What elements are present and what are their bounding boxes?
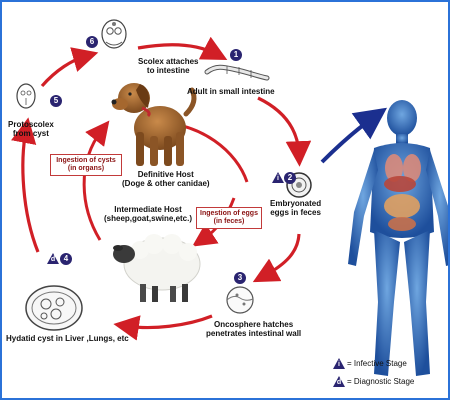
dog-illustration [111, 83, 197, 166]
arrow-to-human [320, 107, 388, 164]
arrow-sheep-to-dog [82, 120, 110, 241]
oncosphere-illustration [226, 286, 254, 314]
protoscolex-illustration [16, 83, 36, 109]
diagnostic-marker-letter: d [50, 256, 56, 263]
label-protoscolex-from-cyst: Protoscolex from cyst [8, 120, 54, 138]
arrow-2-to-3 [252, 233, 301, 283]
legend-diagnostic-label: = Diagnostic Stage [347, 377, 415, 386]
diagnostic-stage-marker-step-4: d [47, 253, 59, 264]
box-ingestion-of-cysts: Ingestion of cysts (in organs) [50, 154, 122, 176]
sheep-illustration [113, 234, 201, 302]
label-intermediate-host: Intermediate Host (sheep,goat,swine,etc.… [104, 205, 193, 223]
box-ingestion-of-eggs: Ingestion of eggs (in feces) [196, 207, 262, 229]
step-number-6: 6 [86, 36, 98, 48]
cycle-arrows [11, 36, 312, 341]
infective-stage-marker-step-2: i [272, 172, 284, 183]
step-number-2: 2 [284, 172, 296, 184]
infective-marker-letter: i [277, 175, 279, 182]
scolex-illustration [101, 19, 127, 49]
legend-diagnostic-marker: d [333, 376, 345, 387]
arrow-4-to-5 [11, 117, 40, 253]
arrow-1-to-2 [257, 96, 312, 167]
legend-infective-label: = Infective Stage [347, 359, 407, 368]
human-figure-illustration [348, 100, 448, 376]
label-scolex-attaches: Scolex attaches to intestine [138, 57, 199, 75]
legend-diagnostic-letter: d [336, 379, 342, 386]
arrow-6-to-1 [137, 36, 228, 60]
label-hydatid-cyst: Hydatid cyst in Liver ,Lungs, etc [6, 334, 129, 343]
step-number-3: 3 [234, 272, 246, 284]
hydatid-cyst-illustration [25, 285, 83, 331]
step-number-4: 4 [60, 253, 72, 265]
legend-infective-letter: i [338, 361, 340, 368]
label-oncosphere-hatches: Oncosphere hatches penetrates intestinal… [206, 320, 302, 338]
arrow-5-to-6 [40, 47, 99, 88]
step-number-5: 5 [50, 95, 62, 107]
step-number-1: 1 [230, 49, 242, 61]
label-adult-small-intestine: Adult in small intestine [187, 87, 275, 96]
legend-infective-marker: i [333, 358, 345, 369]
adult-worm-illustration [204, 64, 270, 81]
label-definitive-host: Definitive Host (Doge & other canidae) [122, 170, 210, 188]
label-embryonated-eggs: Embryonated eggs in feces [270, 199, 322, 217]
arrow-3-to-4 [113, 314, 213, 341]
